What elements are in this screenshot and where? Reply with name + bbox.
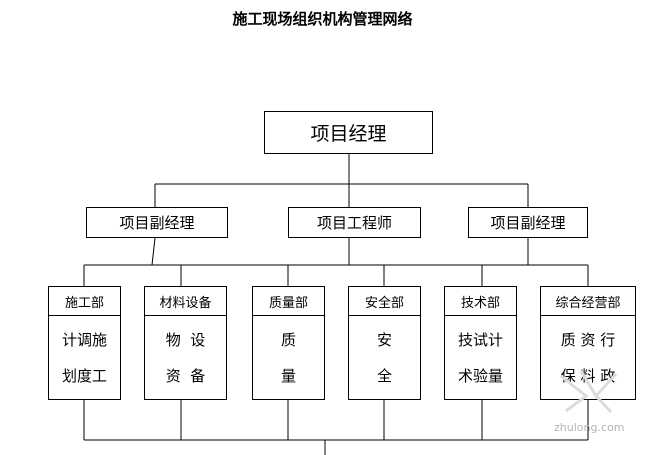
watermark-text: zhulong.com [554, 421, 625, 434]
deputy-manager-left-box: 项目副经理 [86, 207, 228, 238]
department-materials: 材料设备 物 设 资 备 [144, 286, 227, 400]
project-engineer-box: 项目工程师 [288, 207, 421, 238]
department-duty: 质 量 [280, 331, 296, 385]
department-name: 综合经营部 [541, 287, 635, 316]
department-duty: 安 全 [376, 331, 392, 385]
deputy-manager-right-box: 项目副经理 [468, 207, 588, 238]
department-technical: 技术部 技试计 术验量 [444, 286, 517, 400]
connector-deputy-left-down [151, 237, 156, 266]
department-duty: 技试计 术验量 [457, 331, 503, 385]
department-name: 质量部 [253, 287, 324, 316]
department-name: 施工部 [49, 287, 120, 316]
department-safety: 安全部 安 全 [348, 286, 421, 400]
project-manager-box: 项目经理 [264, 111, 433, 154]
watermark-logo-icon [560, 370, 618, 414]
department-quality: 质量部 质 量 [252, 286, 325, 400]
diagram-title: 施工现场组织机构管理网络 [232, 10, 413, 28]
department-name: 材料设备 [145, 287, 226, 316]
department-duty: 计调施 划度工 [61, 331, 107, 385]
department-name: 技术部 [445, 287, 516, 316]
department-construction: 施工部 计调施 划度工 [48, 286, 121, 400]
department-duty: 物 设 资 备 [165, 331, 206, 385]
department-name: 安全部 [349, 287, 420, 316]
